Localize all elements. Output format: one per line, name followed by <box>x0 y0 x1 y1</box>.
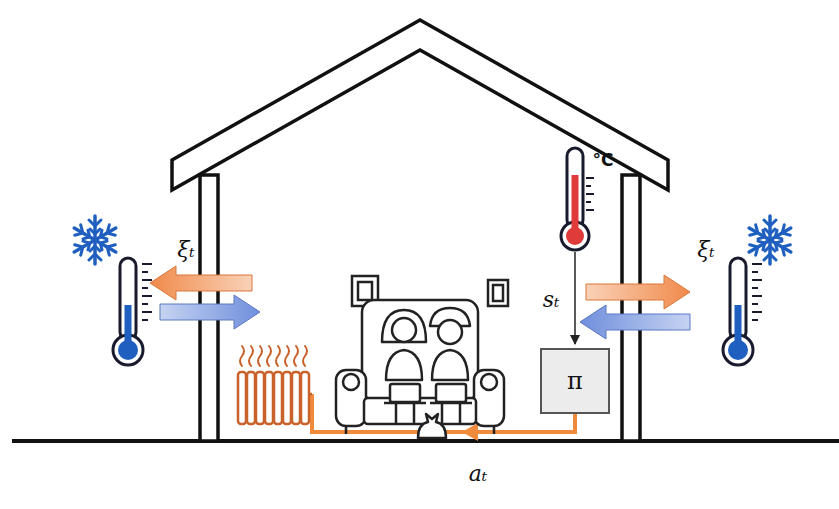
state-signal-line <box>574 252 576 344</box>
cold-inflow-arrow <box>580 305 690 339</box>
policy-box: π <box>540 348 610 414</box>
house <box>172 20 668 441</box>
unit-label: °C <box>593 151 614 170</box>
heat-exchange-label: ξₜ <box>177 238 195 262</box>
cold-inflow-arrow <box>160 295 260 329</box>
snowflake <box>71 216 119 264</box>
state-label: sₜ <box>543 288 560 312</box>
outdoor-thermometer <box>113 258 152 365</box>
outdoor-thermometer <box>723 258 762 365</box>
ground-line <box>12 439 839 443</box>
right-wall <box>622 175 640 441</box>
snowflake <box>746 216 794 264</box>
policy-symbol: π <box>567 367 583 395</box>
sofa-with-people <box>336 300 504 438</box>
heat-loss-arrow <box>150 266 252 300</box>
action-label: aₜ <box>469 462 488 486</box>
heat-loss-arrow <box>586 275 690 309</box>
roof <box>172 20 668 190</box>
heat-exchange-label: ξₜ <box>697 238 715 262</box>
indoor-thermometer <box>561 148 594 250</box>
radiator <box>238 372 312 424</box>
picture-frame <box>488 280 508 306</box>
action-arrowhead <box>462 423 478 441</box>
heat-waves <box>240 346 307 366</box>
